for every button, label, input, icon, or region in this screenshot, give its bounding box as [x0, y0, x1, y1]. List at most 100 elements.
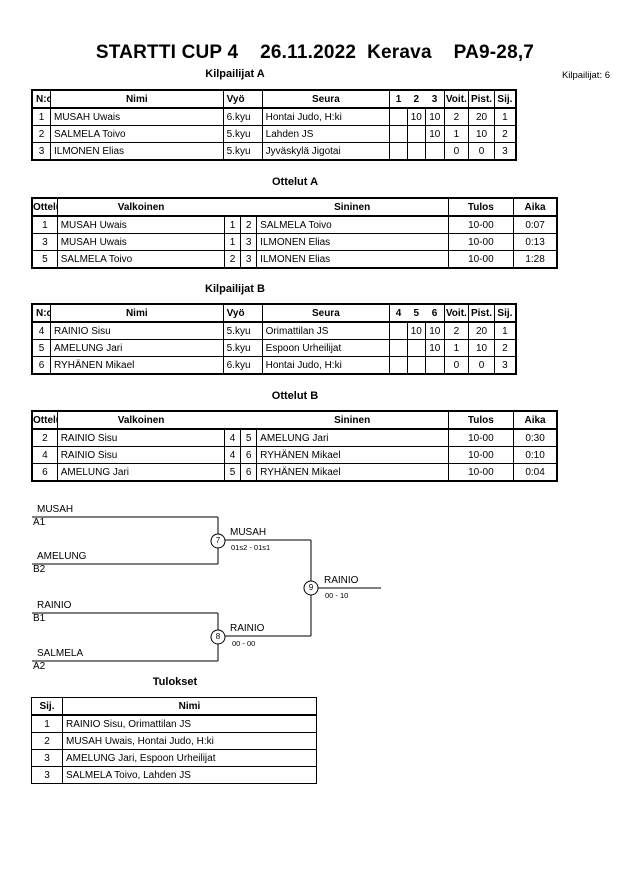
cell: [389, 339, 408, 357]
col-header: 4: [389, 304, 408, 323]
page-title: STARTTI CUP 4 26.11.2022 Kerava PA9-28,7: [95, 42, 535, 63]
cell: 10: [468, 125, 495, 143]
col-header: N:o: [31, 303, 51, 323]
cell: [389, 125, 408, 143]
cell: 3: [31, 142, 51, 161]
col-header: Tulos: [447, 410, 515, 430]
cell: [389, 142, 408, 161]
cell: 6: [31, 463, 58, 482]
cell: AMELUNG Jari, Espoon Urheilijat: [62, 749, 317, 767]
cell: 10: [468, 339, 495, 357]
semi-2-winner: RAINIO: [230, 623, 265, 634]
results-table: Sij. Nimi 1 RAINIO Sisu, Orimattilan JS …: [31, 697, 317, 784]
cell: 2: [240, 215, 258, 234]
cell: [389, 356, 408, 375]
col-header: Sij.: [493, 89, 517, 109]
results-heading: Tulokset: [152, 676, 198, 688]
cell: RYHÄNEN Mikael: [49, 356, 224, 375]
match-8-circle: [210, 629, 226, 645]
table-row: 3 ILMONEN Elias 5.kyu Jyväskylä Jigotai …: [31, 142, 517, 161]
table-row: 6 AMELUNG Jari 5 6 RYHÄNEN Mikael 10-00 …: [31, 463, 558, 482]
cell: 3: [31, 766, 63, 784]
cell: 4: [223, 446, 242, 464]
col-header: Ottelu: [31, 410, 58, 430]
col-header: Ottelu: [31, 197, 58, 217]
cell: 0:04: [513, 463, 558, 482]
col-header: Nimi: [49, 89, 224, 109]
cell: 2: [493, 125, 517, 143]
col-header: 3: [425, 90, 445, 109]
cell: 6: [240, 446, 258, 464]
cell: 6: [240, 463, 258, 482]
semi-2-score: 00 - 00: [232, 639, 256, 648]
table-row: 4 RAINIO Sisu 5.kyu Orimattilan JS 10 10…: [31, 321, 517, 340]
table-row: 3 SALMELA Toivo, Lahden JS: [31, 766, 317, 784]
col-header: Sij.: [493, 303, 517, 323]
cell: 3: [493, 356, 517, 375]
col-header: Seura: [261, 89, 391, 109]
col-header: [224, 410, 241, 430]
col-header: Sij.: [31, 697, 63, 716]
bracket-slot-name: SALMELA: [37, 648, 84, 659]
col-header: Aika: [513, 197, 558, 217]
col-header: Nimi: [62, 697, 317, 716]
cell: 0: [468, 142, 495, 161]
table-row: 1 MUSAH Uwais 6.kyu Hontai Judo, H:ki 10…: [31, 107, 517, 126]
match-9-circle: [303, 580, 319, 596]
competitor-count: Kilpailijat: 6: [561, 70, 610, 81]
cell: 6: [31, 356, 51, 375]
cell: ILMONEN Elias: [256, 233, 449, 251]
col-header: [240, 410, 257, 430]
col-header: Vyö: [222, 89, 263, 109]
table-row: 4 RAINIO Sisu 4 6 RYHÄNEN Mikael 10-00 0…: [31, 446, 558, 464]
table-row: 2 MUSAH Uwais, Hontai Judo, H:ki: [31, 732, 317, 750]
match-9-number: 9: [308, 583, 314, 592]
cell: 3: [31, 749, 63, 767]
match-8-number: 8: [215, 632, 221, 641]
matches-b-table: Ottelu Valkoinen Sininen Tulos Aika 2 RA…: [31, 410, 558, 482]
final-score: 00 - 10: [325, 591, 349, 600]
matches-b-heading: Ottelut B: [271, 390, 319, 402]
cell: 3: [493, 142, 517, 161]
match-7-circle: [210, 533, 226, 549]
cell: 10: [425, 125, 445, 143]
cell: 2: [31, 125, 51, 143]
cell: 1: [223, 233, 242, 251]
col-header: 2: [407, 90, 426, 109]
col-header: Pist.: [468, 89, 495, 109]
col-header: 1: [389, 90, 408, 109]
table-row: 1 MUSAH Uwais 1 2 SALMELA Toivo 10-00 0:…: [31, 215, 558, 234]
matches-a-table: Ottelu Valkoinen Sininen Tulos Aika 1 MU…: [31, 197, 558, 269]
semi-1-winner: MUSAH: [230, 527, 267, 538]
table-row: 2 RAINIO Sisu 4 5 AMELUNG Jari 10-00 0:3…: [31, 428, 558, 447]
col-header: Aika: [513, 410, 558, 430]
table-row: 1 RAINIO Sisu, Orimattilan JS: [31, 714, 317, 733]
pool-a-heading: Kilpailijat A: [205, 68, 265, 80]
bracket-slot-seed: A1: [33, 517, 46, 528]
cell: Lahden JS: [261, 125, 391, 143]
pool-b-table: N:o Nimi Vyö Seura 4 5 6 Voit. Pist. Sij…: [31, 303, 517, 375]
cell: RYHÄNEN Mikael: [256, 446, 449, 464]
cell: 4: [31, 446, 58, 464]
cell: SALMELA Toivo, Lahden JS: [62, 766, 317, 784]
cell: 10-00: [447, 250, 515, 269]
cell: Jyväskylä Jigotai: [261, 142, 391, 161]
col-header: 5: [407, 304, 426, 323]
semi-1-score: 01s2 - 01s1: [231, 543, 271, 552]
cell: AMELUNG Jari: [49, 339, 224, 357]
cell: 20: [468, 107, 495, 126]
pool-a-table: N:o Nimi Vyö Seura 1 2 3 Voit. Pist. Sij…: [31, 89, 517, 161]
cell: 0: [468, 356, 495, 375]
bracket-slot-seed: B1: [33, 613, 46, 624]
cell: [425, 142, 445, 161]
cell: 10-00: [447, 463, 515, 482]
table-row: 6 RYHÄNEN Mikael 6.kyu Hontai Judo, H:ki…: [31, 356, 517, 375]
table-row: 2 SALMELA Toivo 5.kyu Lahden JS 10 1 10 …: [31, 125, 517, 143]
col-header: Valkoinen: [56, 197, 225, 217]
col-header: Valkoinen: [56, 410, 225, 430]
col-header: Seura: [261, 303, 391, 323]
cell: 2: [493, 339, 517, 357]
bracket-slot-seed: B2: [33, 564, 46, 575]
cell: 1: [31, 714, 63, 733]
cell: 3: [240, 250, 258, 269]
